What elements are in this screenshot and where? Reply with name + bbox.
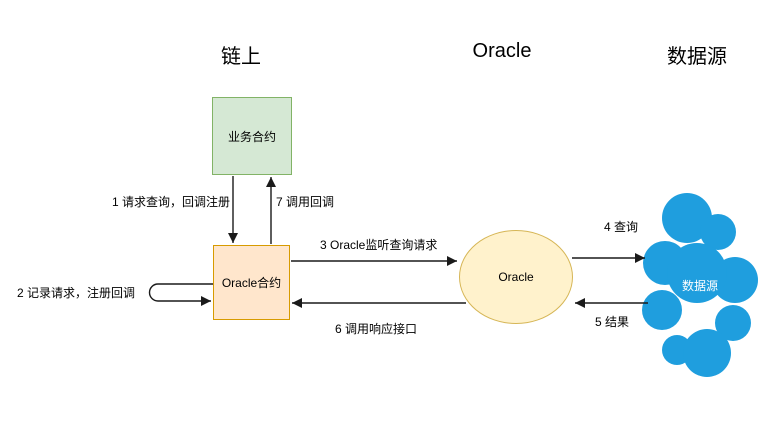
edge-1-label: 1 请求查询，回调注册: [112, 195, 231, 209]
lane-header-oracle: Oracle: [472, 40, 532, 62]
edge-4-label: 4 查询: [604, 220, 639, 234]
edge-2-label: 2 记录请求，注册回调: [17, 286, 136, 300]
data-source-cloud: [642, 193, 758, 377]
lane-header-datasource: 数据源: [667, 46, 727, 68]
edge-2-self-loop-arrow: [148, 283, 213, 306]
edge-3-label: 3 Oracle监听查询请求: [320, 238, 438, 252]
edge-5-label: 5 结果: [595, 315, 630, 329]
edge-7-label: 7 调用回调: [276, 195, 335, 209]
oracle-service-node: Oracle: [459, 230, 573, 324]
lane-header-onchain: 链上: [221, 46, 261, 68]
data-source-cloud-label: 数据源: [682, 278, 718, 293]
oracle-service-label: Oracle: [498, 270, 534, 284]
business-contract-label: 业务合约: [227, 129, 276, 144]
oracle-contract-label: Oracle合约: [221, 276, 282, 290]
business-contract-node: 业务合约: [212, 97, 292, 175]
edge-6-label: 6 调用响应接口: [335, 322, 418, 336]
oracle-contract-node: Oracle合约: [213, 245, 290, 320]
